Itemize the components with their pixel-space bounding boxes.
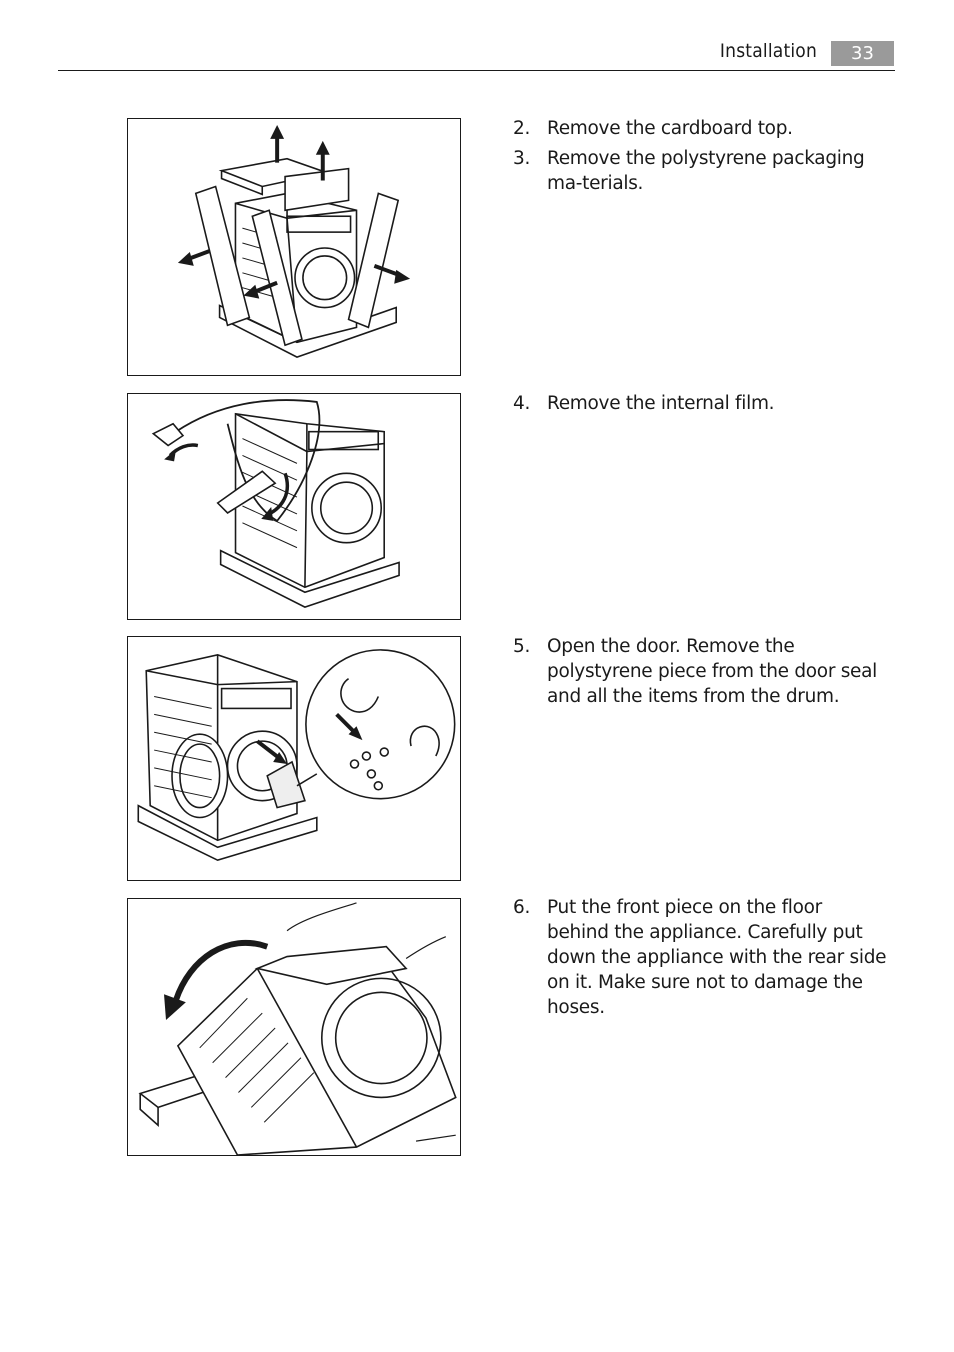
unpacking-illustration	[177, 124, 411, 359]
step-text: Open the door. Remove the polystyrene pi…	[547, 636, 877, 707]
step-number: 3.	[513, 148, 531, 169]
header-rule	[58, 70, 895, 71]
section-title: Installation	[719, 40, 817, 62]
film-illustration	[151, 399, 400, 608]
tilt-illustration	[138, 902, 457, 1155]
figure-remove-packaging	[127, 118, 461, 376]
step-text: Remove the polystyrene packaging ma-teri…	[547, 148, 865, 194]
open-door-illustration	[137, 649, 456, 862]
step-number: 4.	[513, 393, 531, 414]
step-number: 5.	[513, 636, 531, 657]
step-number: 2.	[513, 118, 531, 139]
step-number: 6.	[513, 897, 531, 918]
page-number: 33	[831, 41, 894, 66]
figure-open-door	[127, 636, 461, 881]
figure-remove-film	[127, 393, 461, 620]
figure-tilt-appliance	[127, 898, 461, 1156]
step-text: Remove the internal film.	[547, 393, 775, 414]
step-text: Remove the cardboard top.	[547, 118, 793, 139]
step-text: Put the front piece on the floor behind …	[547, 897, 887, 1018]
